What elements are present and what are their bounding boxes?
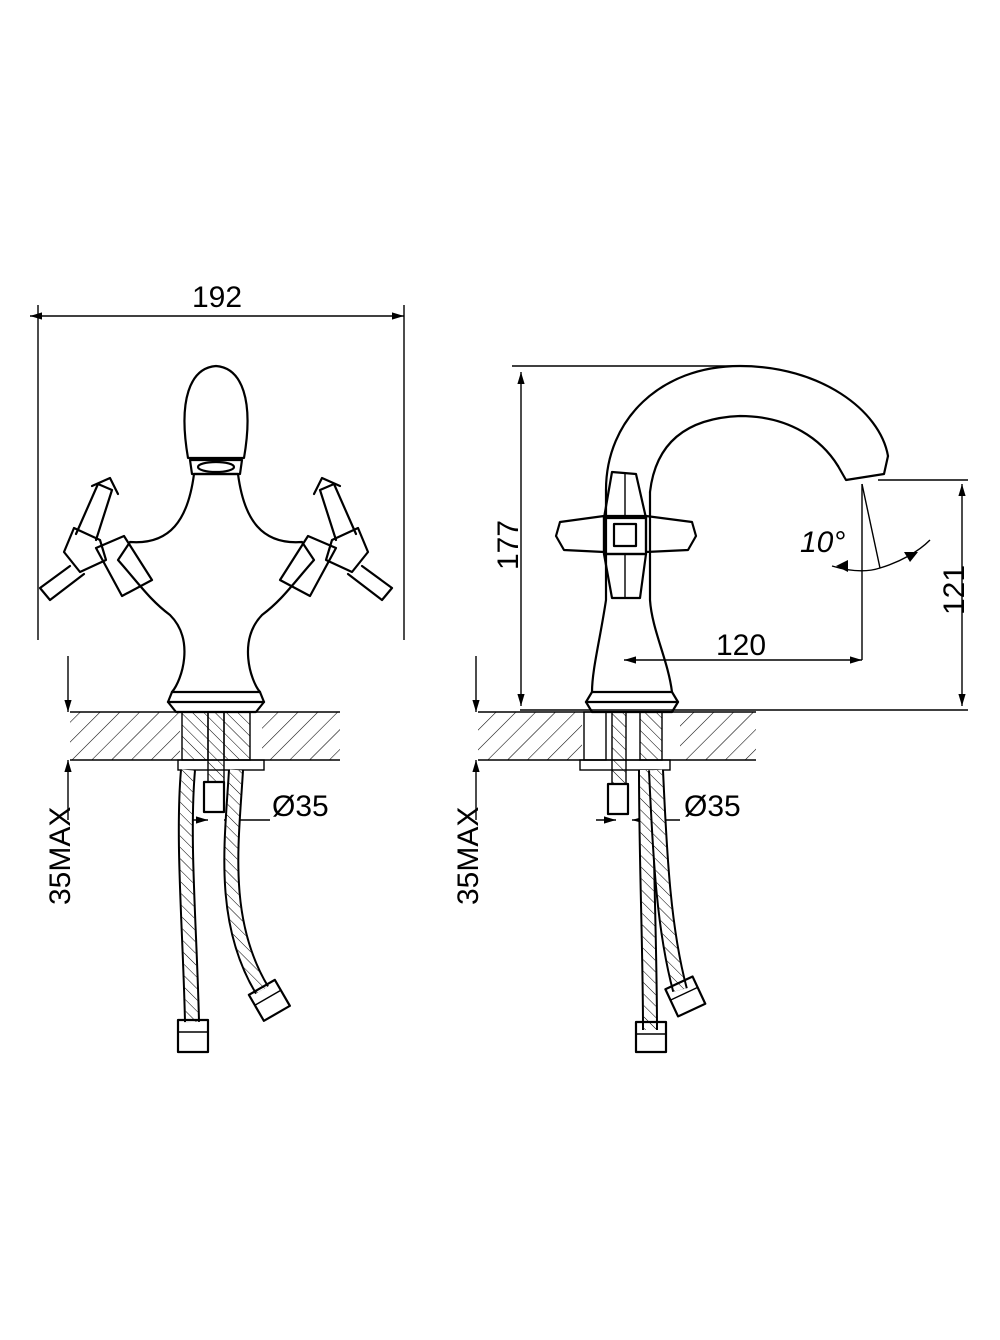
side-spout bbox=[604, 364, 890, 494]
hole-diameter-label: Ø35 bbox=[272, 790, 329, 823]
angle-label: 10° bbox=[800, 526, 845, 559]
width-dimension-label: 192 bbox=[192, 281, 242, 314]
side-view: 177 121 35MAX bbox=[452, 364, 971, 1054]
front-view: 192 35MAX bbox=[30, 281, 405, 1054]
side-body bbox=[584, 488, 680, 714]
side-depth-max-label: 35MAX bbox=[452, 807, 485, 905]
front-spout bbox=[183, 364, 249, 476]
reach-dimension-label: 120 bbox=[716, 629, 766, 662]
front-right-handle bbox=[278, 476, 394, 602]
spout-height-label: 121 bbox=[938, 565, 971, 615]
side-counter-top bbox=[478, 711, 756, 761]
depth-max-label: 35MAX bbox=[44, 807, 77, 905]
height-dimension-label: 177 bbox=[492, 520, 525, 570]
angle-indicator: 10° bbox=[800, 483, 931, 572]
side-hoses bbox=[634, 769, 707, 1054]
front-mounting-shank bbox=[177, 711, 265, 814]
counter-top bbox=[70, 711, 340, 761]
side-hole-diameter-label: Ø35 bbox=[684, 790, 741, 823]
front-hoses bbox=[176, 769, 291, 1054]
front-left-handle bbox=[38, 476, 154, 602]
side-cross-handle bbox=[554, 470, 698, 600]
side-mounting-shank bbox=[579, 711, 671, 816]
front-body bbox=[116, 472, 316, 714]
